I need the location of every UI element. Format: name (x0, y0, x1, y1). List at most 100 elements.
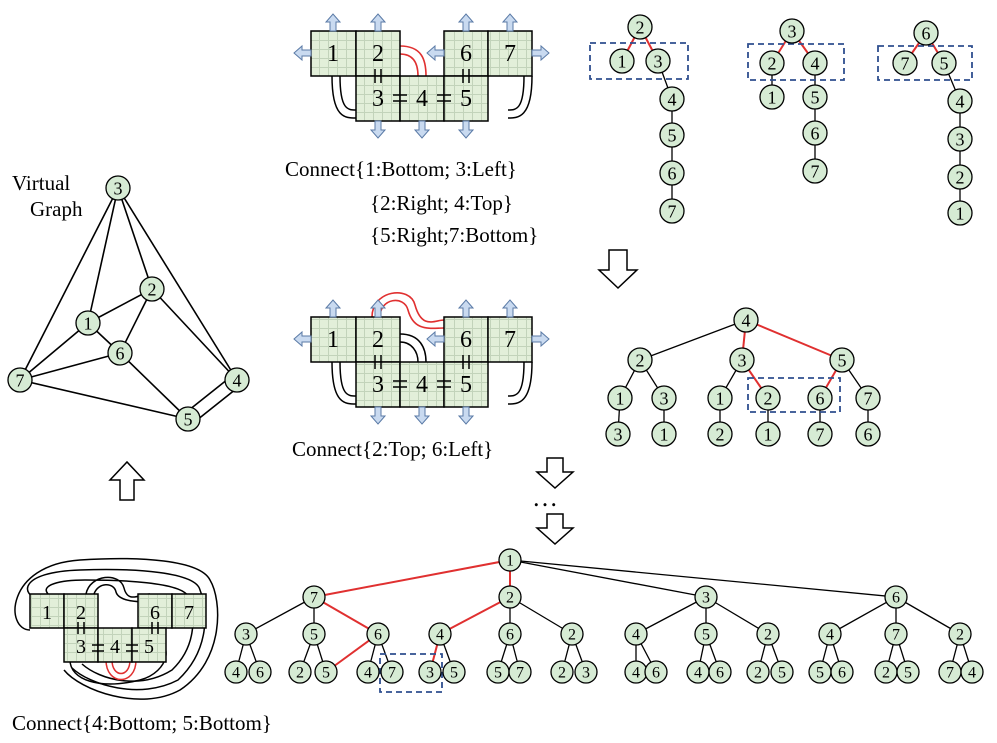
dashed-highlight-box (379, 653, 443, 693)
tree1-2-node-7: 7 (892, 50, 918, 76)
tree3-node-6-label: 6 (716, 665, 724, 682)
tree-edge (829, 596, 897, 635)
tree3-node-5: 5 (808, 660, 832, 684)
tree3-node-7: 7 (380, 660, 404, 684)
down-arrow-2-icon (535, 457, 575, 490)
tree3-node-5-label: 5 (494, 665, 502, 682)
graph-node-6: 6 (107, 340, 133, 366)
tree1-2-node-5-label: 5 (940, 53, 949, 73)
tree3-node-4: 4 (686, 660, 710, 684)
tree2-node-1-label: 1 (764, 424, 773, 444)
block-label-2: 2 (76, 602, 86, 624)
tree2-node-6: 6 (807, 385, 833, 411)
block-label-6: 6 (460, 41, 472, 67)
tree-edge-highlight (313, 596, 379, 635)
graph-node-1: 1 (75, 310, 101, 336)
tree3-node-4: 4 (224, 660, 248, 684)
tree3-node-6-label: 6 (892, 590, 900, 607)
tree3-node-4: 4 (624, 660, 648, 684)
dashed-highlight-box (747, 377, 841, 413)
tree2-node-7: 7 (855, 385, 881, 411)
block-label-6: 6 (150, 602, 160, 624)
direction-arrow-up-icon (457, 13, 475, 32)
tree-edge (705, 596, 769, 635)
tree1-2-node-1: 1 (947, 200, 973, 226)
tree3-node-4-label: 4 (436, 627, 444, 644)
virtual-graph-label-line1: Virtual (12, 171, 70, 195)
tree3-node-5: 5 (314, 660, 338, 684)
tree3-node-5-label: 5 (816, 665, 824, 682)
tree3-node-4-label: 4 (364, 665, 372, 682)
tree3-node-4: 4 (818, 622, 842, 646)
tree1-1-node-6-label: 6 (811, 123, 820, 143)
tree3-node-7-label: 7 (388, 665, 396, 682)
tree3-node-7-label: 7 (892, 627, 900, 644)
tree2-node-6-label: 6 (864, 424, 873, 444)
direction-arrow-down-icon (369, 120, 387, 139)
block-label-7: 7 (504, 41, 516, 67)
tree3-node-2-label: 2 (956, 627, 964, 644)
tree3-node-5: 5 (302, 622, 326, 646)
tree3-node-2: 2 (550, 660, 574, 684)
tree2-node-2-label: 2 (764, 388, 773, 408)
block-configuration-top (310, 30, 533, 122)
tree2-node-6-label: 6 (816, 388, 825, 408)
tree3-node-7: 7 (884, 622, 908, 646)
connect-labels: Connect{1:Bottom; 3:Left} {2:Right; 4:To… (12, 157, 538, 735)
tree3-node-3-label: 3 (426, 665, 434, 682)
direction-arrow-down-icon (369, 406, 387, 425)
tree2-node-4-label: 4 (742, 310, 751, 330)
tree3-node-6-label: 6 (374, 627, 382, 644)
tree2-node-2: 2 (755, 385, 781, 411)
graph-node-7-label: 7 (16, 370, 25, 390)
tree1-2-node-1-label: 1 (956, 203, 965, 223)
tree1-0-node-6: 6 (659, 160, 685, 186)
tree1-0-node-5: 5 (659, 122, 685, 148)
tree1-2-node-5: 5 (931, 50, 957, 76)
tree-edge (509, 559, 707, 598)
connect-label-top-line1: Connect{1:Bottom; 3:Left} (285, 157, 517, 181)
down-arrow-3-icon (535, 513, 575, 546)
tree1-0-node-7-label: 7 (668, 201, 677, 221)
tree3-node-6: 6 (498, 622, 522, 646)
tree2-node-4: 4 (733, 307, 759, 333)
tree3-node-2: 2 (948, 622, 972, 646)
block-label-7: 7 (504, 327, 516, 353)
tree3-node-4-label: 4 (968, 665, 976, 682)
block-label-5: 5 (460, 372, 472, 398)
tree3-node-2-label: 2 (764, 627, 772, 644)
block-joins (77, 69, 470, 652)
tree3-node-6-label: 6 (652, 665, 660, 682)
tree-edge (509, 559, 897, 598)
tree3-node-6: 6 (366, 622, 390, 646)
tree3-node-4: 4 (428, 622, 452, 646)
tree2-node-2: 2 (627, 347, 653, 373)
block-label-1: 1 (327, 41, 339, 67)
tree1-2-node-2-label: 2 (956, 167, 965, 187)
tree2-node-3: 3 (729, 347, 755, 373)
tree2-node-1: 1 (607, 385, 633, 411)
tree1-1-node-2: 2 (759, 50, 785, 76)
tree-edge-highlight (439, 596, 511, 635)
tree3-node-4-label: 4 (232, 665, 240, 682)
graph-node-4: 4 (224, 367, 250, 393)
tree3-node-5-label: 5 (904, 665, 912, 682)
tree3-node-5: 5 (486, 660, 510, 684)
tree2-node-3: 3 (605, 421, 631, 447)
tree1-0-node-6-label: 6 (668, 163, 677, 183)
block-label-3: 3 (76, 636, 86, 658)
tree3-node-2: 2 (288, 660, 312, 684)
block-label-3: 3 (372, 372, 384, 398)
tree1-2-node-2: 2 (947, 164, 973, 190)
direction-arrow-right-icon (531, 330, 550, 348)
dashed-highlight-box (877, 45, 973, 81)
tree3-node-6: 6 (644, 660, 668, 684)
direction-arrow-up-icon (324, 13, 342, 32)
tree3-node-5: 5 (442, 660, 466, 684)
block-label-5: 5 (460, 86, 472, 112)
block-label-2: 2 (372, 41, 384, 67)
tree2-node-5-label: 5 (838, 350, 847, 370)
tree-edge (639, 319, 747, 361)
tree-edge (895, 596, 961, 635)
tree3-node-5: 5 (896, 660, 920, 684)
